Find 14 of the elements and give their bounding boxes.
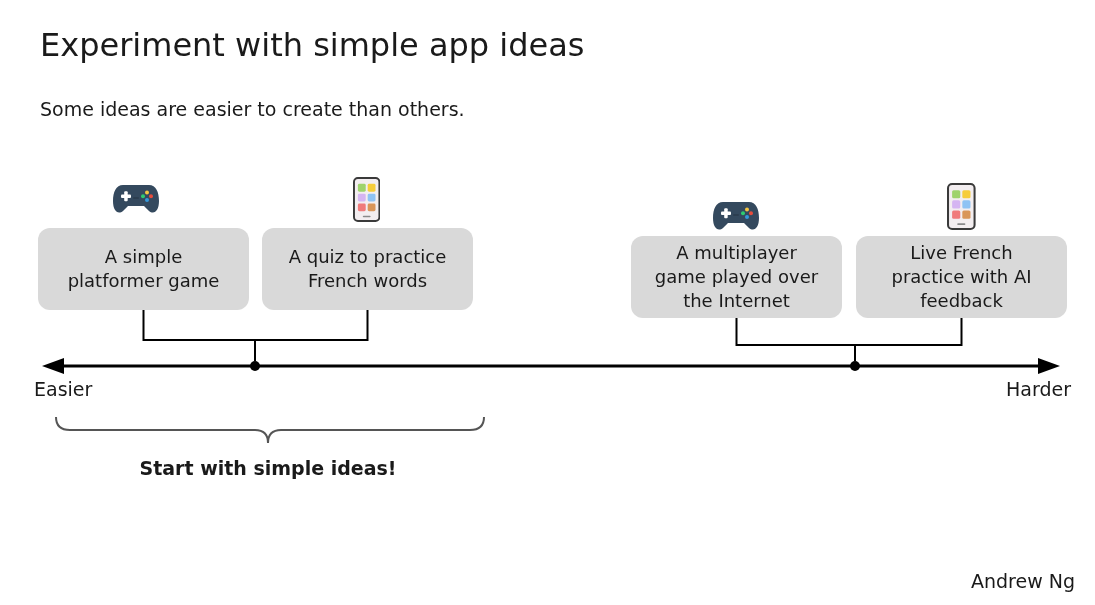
axis-label: Harder <box>1006 378 1071 400</box>
title: Experiment with simple app ideas <box>40 26 585 64</box>
idea-box: A simple platformer game <box>38 228 249 310</box>
connector-line <box>254 309 369 362</box>
note: Start with simple ideas! <box>139 457 397 479</box>
author-name: Andrew Ng <box>970 570 1075 592</box>
junction-dot <box>850 361 860 371</box>
idea-box: A quiz to practice French words <box>262 228 473 310</box>
idea-box: A multiplayer game played over the Internet <box>631 236 842 318</box>
connector-line <box>854 317 963 362</box>
axis-label: Easier <box>34 378 93 400</box>
subtitle: Some ideas are easier to create than others. <box>40 98 465 120</box>
idea-box: Live French practice with AI feedback <box>856 236 1067 318</box>
junction-dot <box>250 361 260 371</box>
